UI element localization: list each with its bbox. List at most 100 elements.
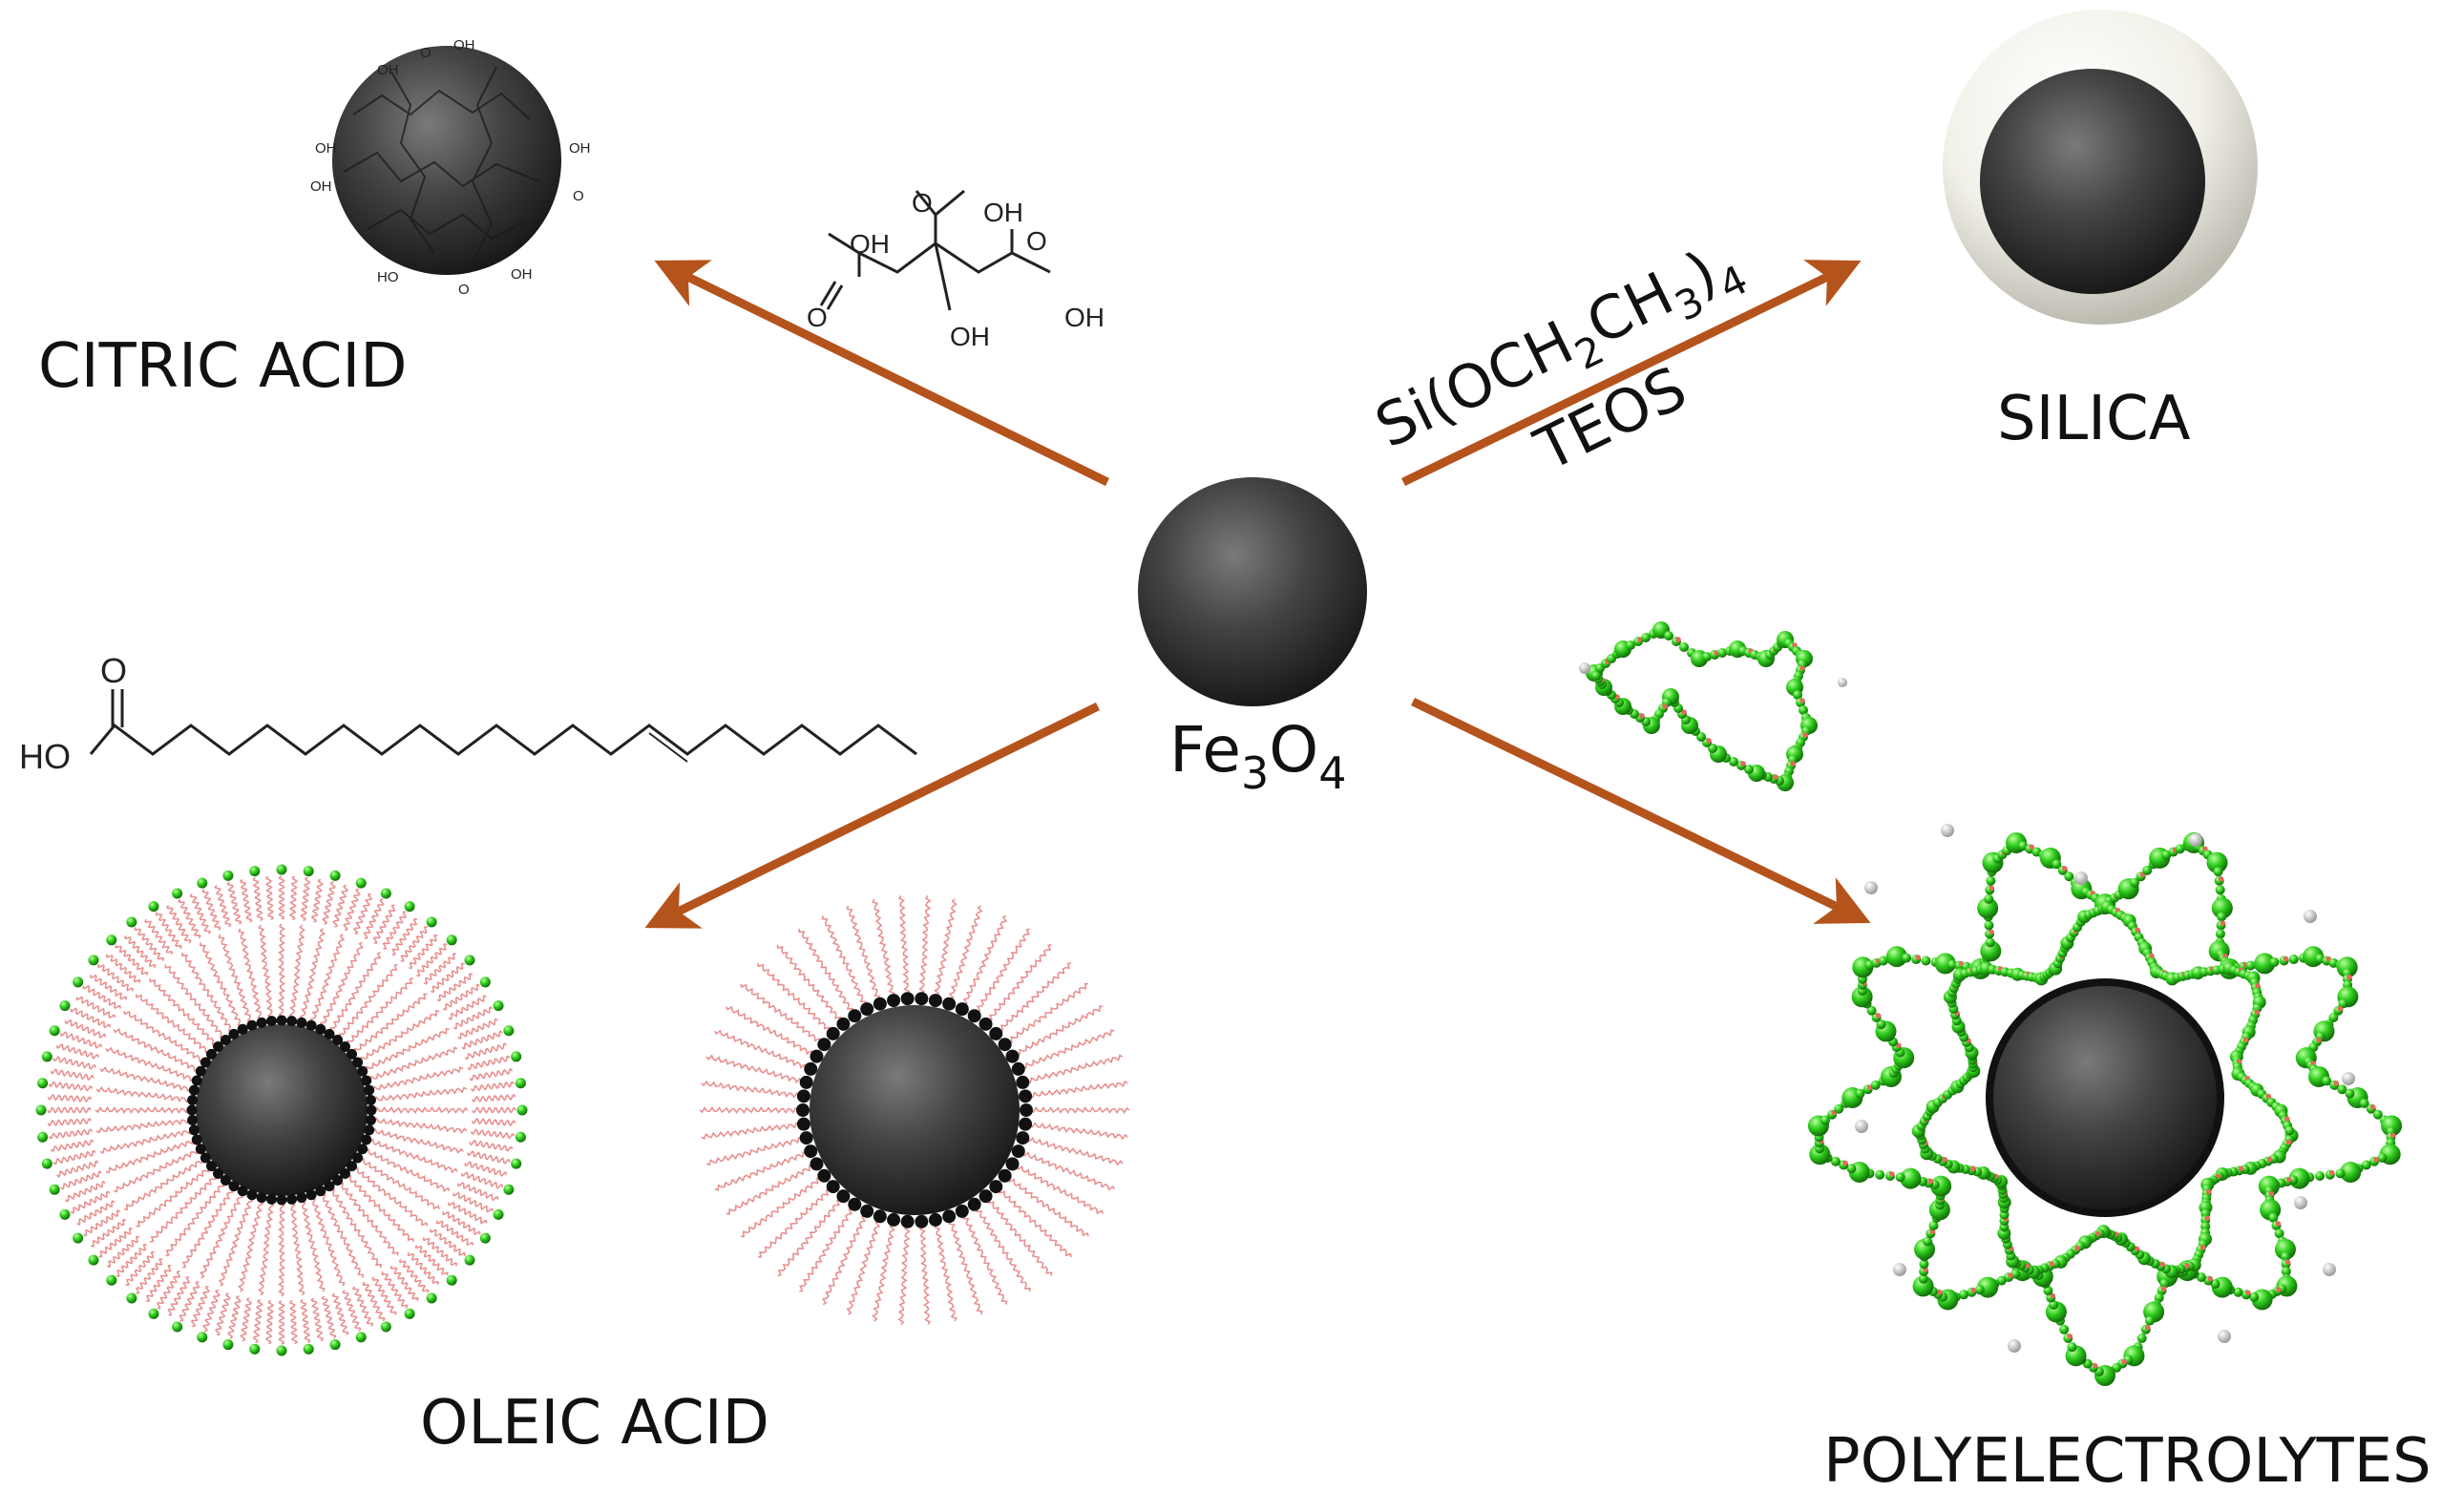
oleic-chain xyxy=(134,927,165,961)
polymer-bead xyxy=(1970,1287,1977,1293)
oleic-chain xyxy=(467,1150,511,1165)
oleic-chain xyxy=(338,963,398,1040)
headgroup xyxy=(37,1131,49,1143)
headgroup xyxy=(364,1124,375,1136)
polymer-bead xyxy=(2372,1109,2383,1120)
oleic-chain xyxy=(264,875,275,920)
headgroup xyxy=(955,1204,969,1218)
oleic-chain xyxy=(99,1065,195,1093)
polymer-bead xyxy=(1919,1259,1929,1270)
headgroup xyxy=(998,1168,1012,1183)
oleic-chain xyxy=(64,1018,106,1040)
oleic-chain xyxy=(145,1264,172,1303)
headgroup xyxy=(296,1017,307,1028)
oleic-chain xyxy=(178,898,201,939)
polymer-bead xyxy=(2370,1104,2376,1110)
oleic-chain xyxy=(202,1290,221,1333)
oleic-chain xyxy=(165,1180,225,1257)
oleic-chain xyxy=(56,1160,99,1178)
polymer-bead xyxy=(2206,851,2228,873)
oleic-chain xyxy=(407,1251,440,1285)
oleic-chain xyxy=(452,1191,494,1213)
oleic-chain xyxy=(1016,1165,1104,1215)
headgroup xyxy=(365,1115,376,1126)
polymer-bead xyxy=(2315,1170,2325,1181)
polymer-bead xyxy=(2204,1215,2211,1221)
oleic-chain xyxy=(96,964,134,992)
polyelectrolyte-chain xyxy=(1579,621,1847,791)
polymer-bead xyxy=(1885,946,1907,968)
oleic-chain xyxy=(389,1265,419,1302)
headgroup xyxy=(967,1197,981,1211)
polymer-bead xyxy=(2052,859,2062,870)
headgroup xyxy=(305,1019,317,1031)
oleic-chain xyxy=(258,924,275,1021)
headgroup xyxy=(511,1051,522,1062)
polymer-bead xyxy=(2335,1168,2346,1179)
headgroup xyxy=(848,1009,862,1023)
polymer-bead xyxy=(1984,920,1994,931)
counterion xyxy=(2323,1263,2336,1276)
polymer-bead xyxy=(2202,846,2208,851)
oleic-chain xyxy=(370,1086,468,1103)
polymer-bead xyxy=(2135,927,2140,933)
oleic-chain xyxy=(469,1068,514,1082)
oleic-chain xyxy=(357,1157,440,1210)
oleic-chain xyxy=(123,1010,206,1063)
oleic-chain xyxy=(55,1042,99,1060)
svg-text:HO: HO xyxy=(377,269,399,285)
oleic-acid-bilayer-particle xyxy=(35,864,528,1356)
polymer-bead xyxy=(2184,1263,2190,1269)
headgroup xyxy=(404,1308,415,1319)
oleic-chain xyxy=(470,1128,516,1140)
polymer-bead xyxy=(1855,1088,1865,1099)
svg-text:OH: OH xyxy=(511,266,533,283)
oleic-chain xyxy=(1021,1151,1115,1191)
headgroup xyxy=(303,866,314,877)
headgroup xyxy=(49,1184,60,1195)
counterion xyxy=(1893,1263,1906,1276)
headgroup xyxy=(249,1343,261,1354)
polymer-bead xyxy=(1790,761,1796,766)
counterion xyxy=(2218,1330,2231,1343)
oleic-chain xyxy=(351,1286,374,1327)
headgroup xyxy=(187,1115,199,1126)
headgroup xyxy=(73,976,84,988)
oleic-chain xyxy=(948,905,983,1000)
oleic-chain xyxy=(391,917,418,956)
headgroup xyxy=(188,1124,200,1136)
polymer-bead xyxy=(2067,1342,2077,1353)
headgroup xyxy=(989,1180,1003,1194)
headgroup xyxy=(191,1075,202,1086)
polymer-bead xyxy=(2338,998,2348,1009)
oleic-chain xyxy=(337,1181,399,1256)
oleic-chain xyxy=(999,962,1072,1032)
headgroup xyxy=(446,934,457,946)
polymer-bead xyxy=(2064,872,2074,882)
oleic-chain xyxy=(123,1157,205,1211)
polymer-bead xyxy=(2233,1287,2243,1297)
polymer-bead xyxy=(1799,665,1805,671)
oleic-chain xyxy=(345,1174,414,1242)
polymer-bead xyxy=(1799,705,1808,715)
oleic-chain xyxy=(47,1106,92,1114)
oleic-chain xyxy=(714,1150,807,1191)
oleic-chain xyxy=(70,1007,111,1029)
oleic-chain xyxy=(1029,1122,1128,1141)
polymer-bead xyxy=(2245,960,2256,971)
oleic-chain xyxy=(156,1270,181,1310)
polymer-bead xyxy=(1875,1169,1885,1180)
oleic-chain xyxy=(288,875,299,921)
headgroup xyxy=(915,992,929,1006)
headgroup xyxy=(41,1051,53,1062)
oleic-chain xyxy=(155,912,182,950)
headgroup xyxy=(817,1038,831,1052)
headgroup xyxy=(1019,1117,1033,1131)
headgroup xyxy=(305,1189,317,1201)
headgroup xyxy=(804,1061,818,1076)
headgroup xyxy=(220,1035,231,1046)
oleic-chain xyxy=(382,911,408,950)
polymer-bead xyxy=(1729,757,1738,766)
polymer-bead xyxy=(1915,955,1921,960)
headgroup xyxy=(357,1065,368,1077)
